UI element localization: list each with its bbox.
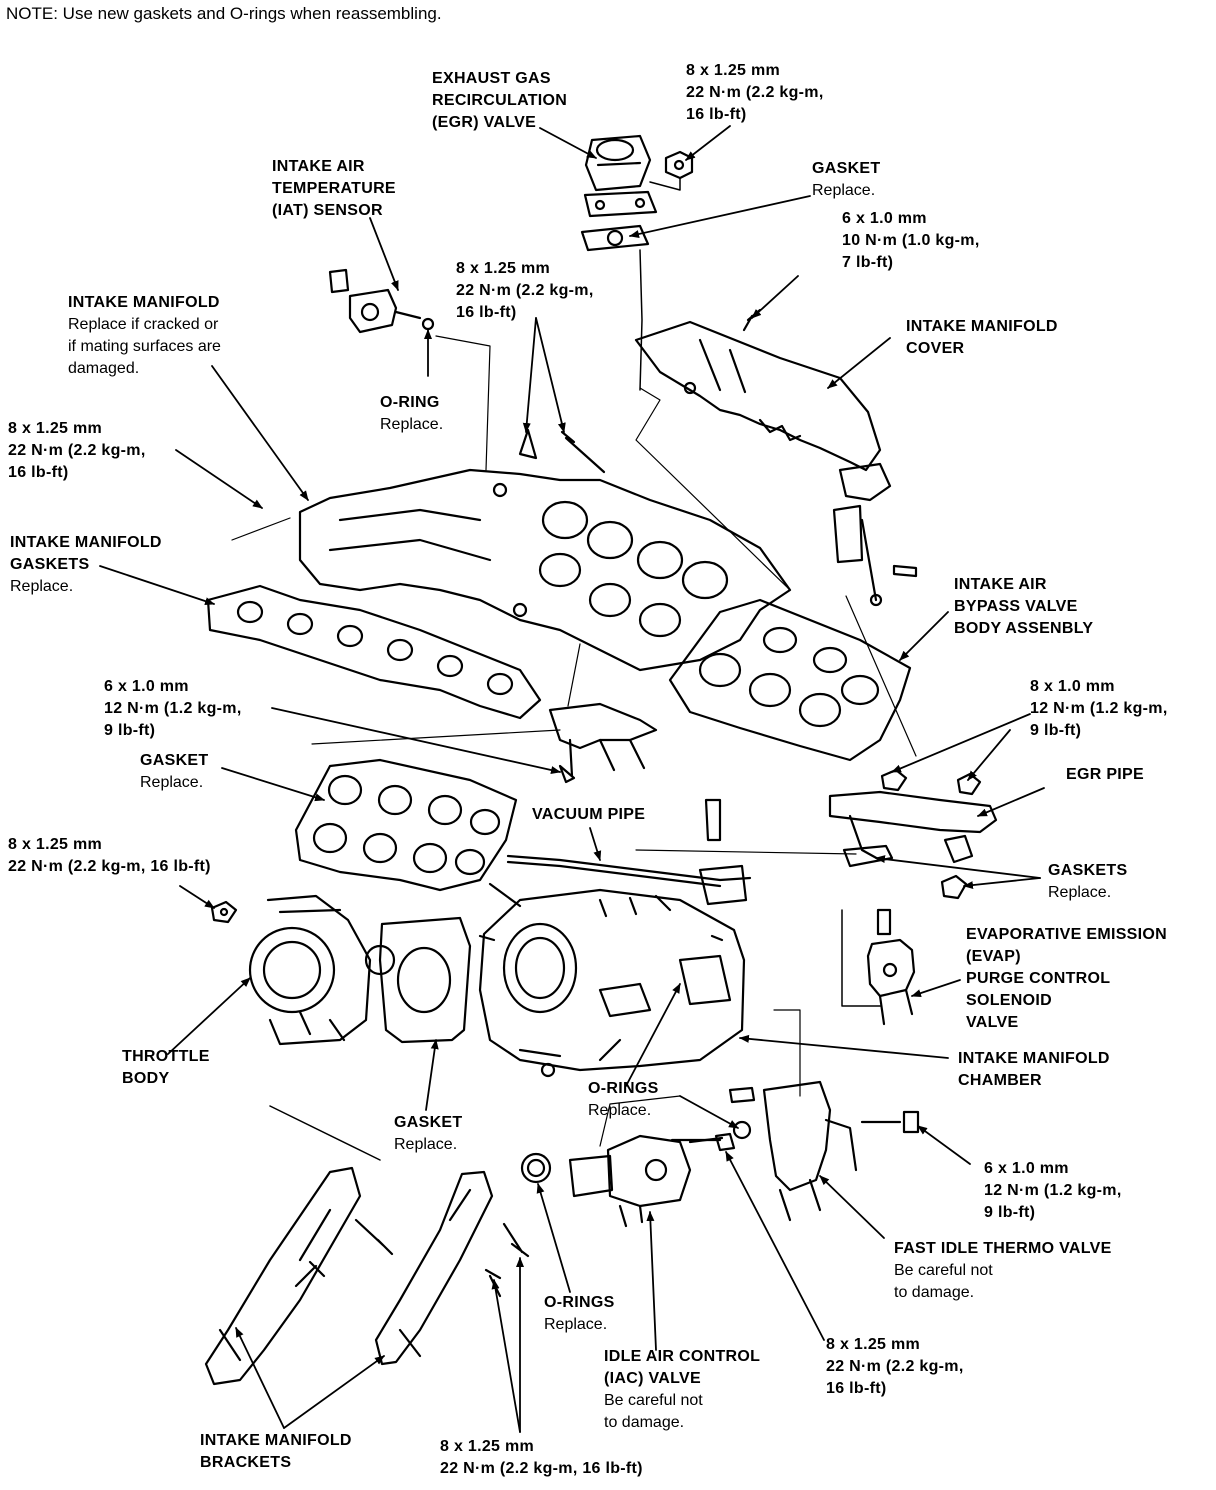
egr-pipe-label: EGR PIPE (1066, 766, 1144, 783)
gasket-mid-part (294, 758, 518, 892)
chamber-studs (478, 882, 724, 942)
throttle-body-part (248, 894, 396, 1046)
manifold-stud-bolts (518, 428, 606, 474)
iac-orings-part (520, 1152, 552, 1184)
intake-manifold-cover-part (634, 308, 882, 472)
vacuum-pipe-part (506, 798, 752, 906)
intake-manifold-bracket-right (374, 1170, 494, 1366)
vacuum-pipe-label: VACUUM PIPE (532, 806, 646, 823)
throttle-gasket-part (378, 916, 472, 1044)
egr-valve-part (583, 134, 658, 218)
vacuum-bracket-part (548, 702, 658, 778)
intake-manifold-chamber-part (478, 888, 746, 1078)
intake-manifold-bracket-left (204, 1166, 362, 1386)
bracket-bolts (294, 1218, 530, 1298)
iac-bolt-part (670, 1132, 736, 1152)
egr-pipe-part (828, 790, 998, 868)
egr-pipe-nuts (880, 768, 982, 900)
iac-valve-part (568, 1134, 724, 1228)
fast-idle-thermo-valve-part (728, 1080, 858, 1222)
alignment-lines (231, 335, 917, 1147)
throttle-nut-part (210, 900, 238, 924)
egr-gasket-part (580, 224, 650, 252)
leader-lines (99, 125, 1045, 1433)
intake-manifold-part (298, 468, 792, 672)
egr-nut-part (664, 150, 694, 180)
iat-sensor-part (328, 268, 435, 334)
intake-manifold-gaskets-part (206, 584, 542, 720)
fast-idle-bolt-part (860, 1110, 920, 1134)
reassembly-note: NOTE: Use new gaskets and O-rings when r… (6, 4, 442, 23)
evap-purge-solenoid-part (866, 908, 916, 1026)
intake-air-bypass-valve-part (832, 462, 918, 607)
intake-manifold-lower-flange (668, 598, 912, 762)
